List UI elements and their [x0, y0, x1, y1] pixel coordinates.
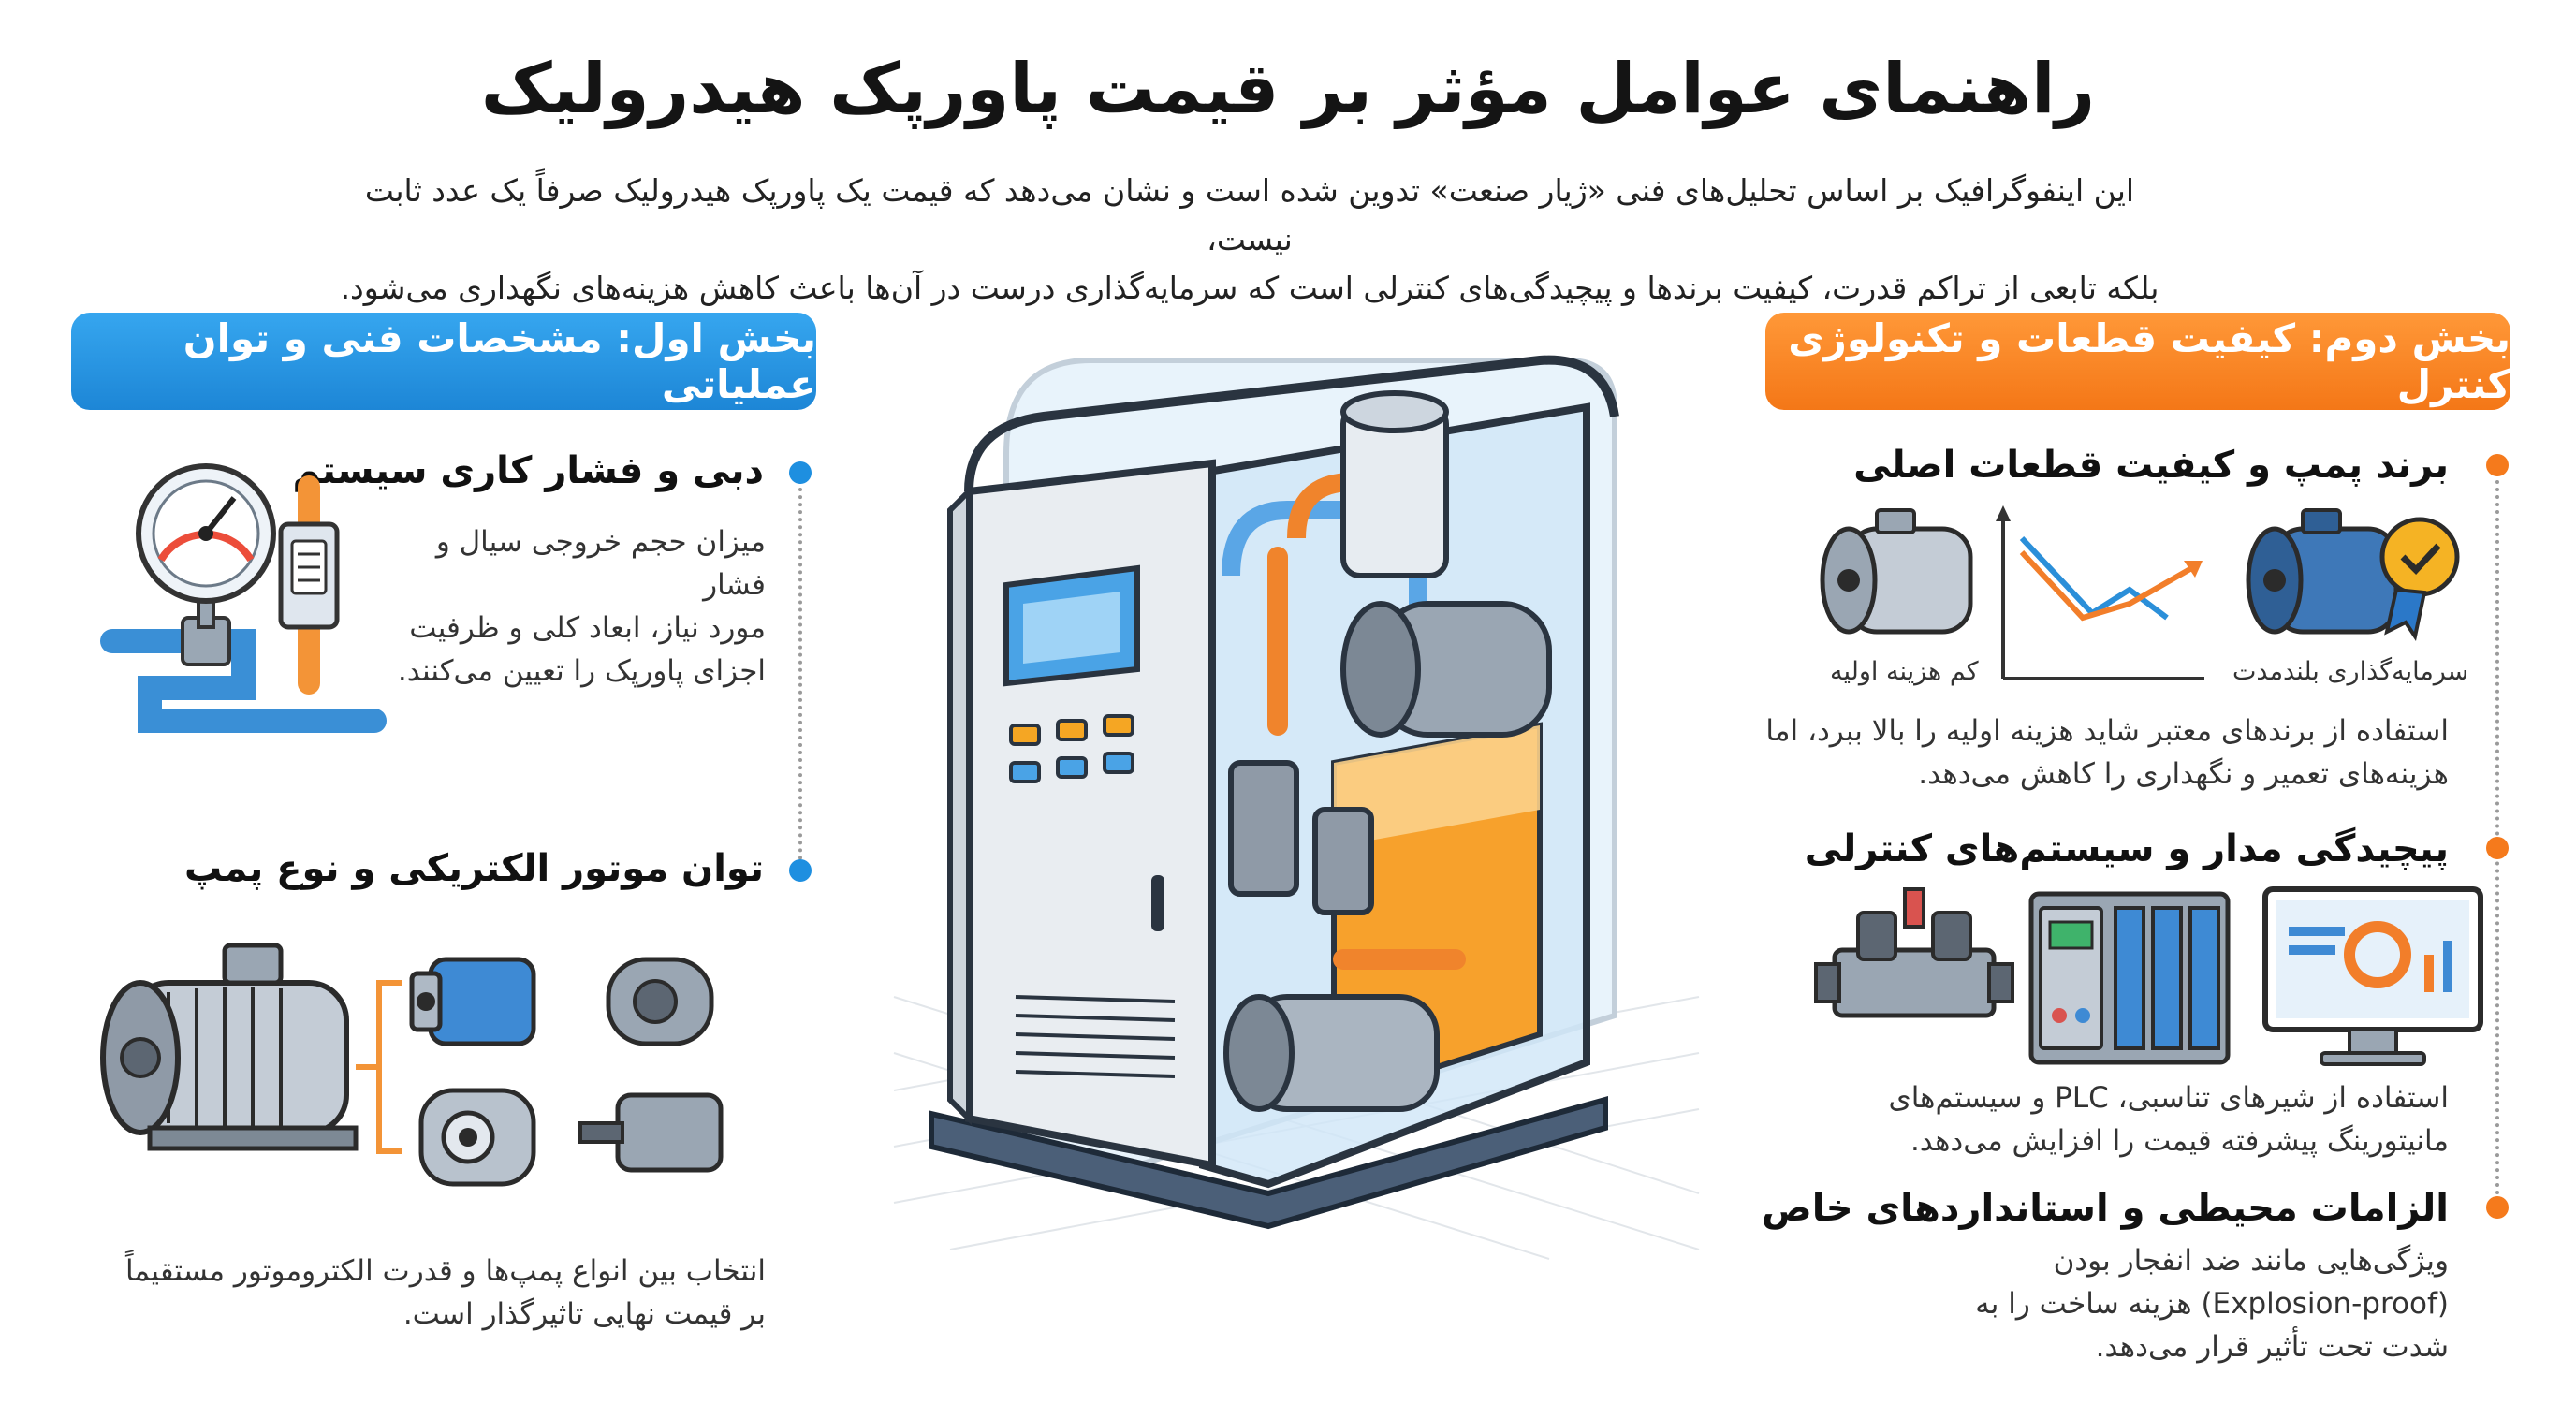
section2-dot-1	[2486, 454, 2509, 476]
plc-icon	[2028, 891, 2231, 1065]
brand-quality-heading: برند پمپ و کیفیت قطعات اصلی	[1853, 444, 2449, 487]
section1-dot-2	[789, 859, 812, 882]
section2-dot-2	[2486, 837, 2509, 859]
control-complexity-line-1: استفاده از شیرهای تناسبی، PLC و سیستم‌ها…	[1888, 1081, 2449, 1115]
control-complexity-heading: پیچیدگی مدار و سیستم‌های کنترلی	[1804, 827, 2449, 870]
flow-pressure-line-2: مورد نیاز، ابعاد کلی و ظرفیت	[409, 611, 766, 645]
page-title: راهنمای عوامل مؤثر بر قیمت پاورپک هیدرول…	[480, 49, 2096, 129]
brand-quality-line-1: استفاده از برندهای معتبر شاید هزینه اولی…	[1765, 714, 2449, 748]
power-pack-illustration	[893, 355, 1700, 1260]
intro-line-2: بلکه تابعی از تراکم قدرت، کیفیت برندها و…	[340, 270, 2159, 306]
flow-pressure-text: میزان حجم خروجی سیال و فشار مورد نیاز، ا…	[373, 520, 766, 693]
section2-banner: بخش دوم: کیفیت قطعات و تکنولوژی کنترل	[1765, 313, 2510, 410]
environment-standards-heading: الزامات محیطی و استانداردهای خاص	[1761, 1187, 2449, 1230]
intro-text: این اینفوگرافیک بر اساس تحلیل‌های فنی «ژ…	[337, 167, 2162, 313]
monitoring-icon	[2262, 886, 2483, 1066]
brand-comparison-icon	[1820, 505, 2460, 680]
flow-pressure-heading: دبی و فشار کاری سیستم	[292, 449, 764, 492]
pressure-gauge-icon	[100, 463, 387, 733]
flow-pressure-line-3: اجزای پاورپک را تعیین می‌کنند.	[397, 654, 766, 688]
flow-pressure-line-1: میزان حجم خروجی سیال و فشار	[435, 525, 766, 602]
motor-pumps-icon	[100, 943, 724, 1187]
environment-standards-line-3: شدت تحت تأثیر قرار می‌دهد.	[2095, 1330, 2449, 1364]
caption-low-cost: کم هزینه اولیه	[1830, 657, 1979, 686]
section1-dot-1	[789, 461, 812, 484]
section2-dot-3	[2486, 1196, 2509, 1219]
brand-quality-text: استفاده از برندهای معتبر شاید هزینه اولی…	[1681, 709, 2449, 796]
proportional-valve-icon	[1814, 887, 2014, 1018]
environment-standards-line-2: (Explosion-proof) هزینه ساخت را به	[1975, 1287, 2449, 1321]
control-systems-icon	[1814, 886, 2483, 1066]
section1-timeline	[798, 473, 802, 875]
control-complexity-text: استفاده از شیرهای تناسبی، PLC و سیستم‌ها…	[1775, 1076, 2449, 1163]
control-complexity-line-2: مانیتورینگ پیشرفته قیمت را افزایش می‌دهد…	[1910, 1124, 2449, 1158]
section1-banner: بخش اول: مشخصات فنی و توان عملیاتی	[71, 313, 816, 410]
motor-pump-text: انتخاب بین انواع پمپ‌ها و قدرت الکتروموت…	[36, 1250, 766, 1336]
environment-standards-text: ویژگی‌هایی مانند ضد انفجار بودن (Explosi…	[1775, 1239, 2449, 1368]
environment-standards-line-1: ویژگی‌هایی مانند ضد انفجار بودن	[2053, 1244, 2449, 1278]
caption-long-term: سرمایه‌گذاری بلندمدت	[2232, 657, 2469, 686]
motor-pump-line-2: بر قیمت نهایی تاثیرگذار است.	[402, 1297, 766, 1331]
motor-pump-heading: توان موتور الکتریکی و نوع پمپ	[184, 847, 764, 890]
intro-line-1: این اینفوگرافیک بر اساس تحلیل‌های فنی «ژ…	[364, 172, 2135, 257]
brand-quality-line-2: هزینه‌های تعمیر و نگهداری را کاهش می‌دهد…	[1918, 757, 2449, 791]
motor-pump-line-1: انتخاب بین انواع پمپ‌ها و قدرت الکتروموت…	[124, 1254, 766, 1288]
